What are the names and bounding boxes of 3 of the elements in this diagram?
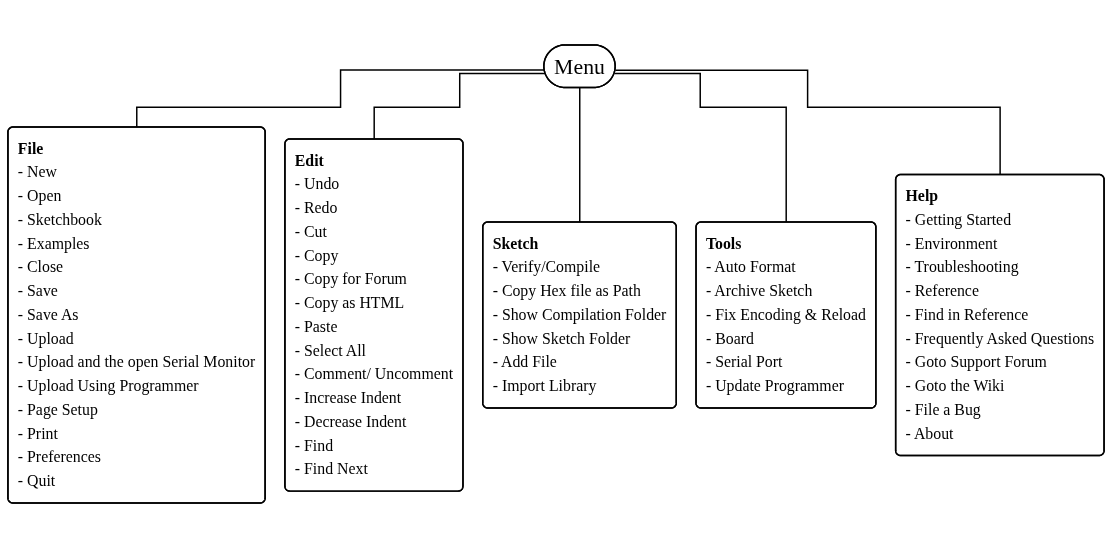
connector [579, 87, 581, 224]
connector [614, 69, 1002, 176]
connector [613, 72, 788, 224]
